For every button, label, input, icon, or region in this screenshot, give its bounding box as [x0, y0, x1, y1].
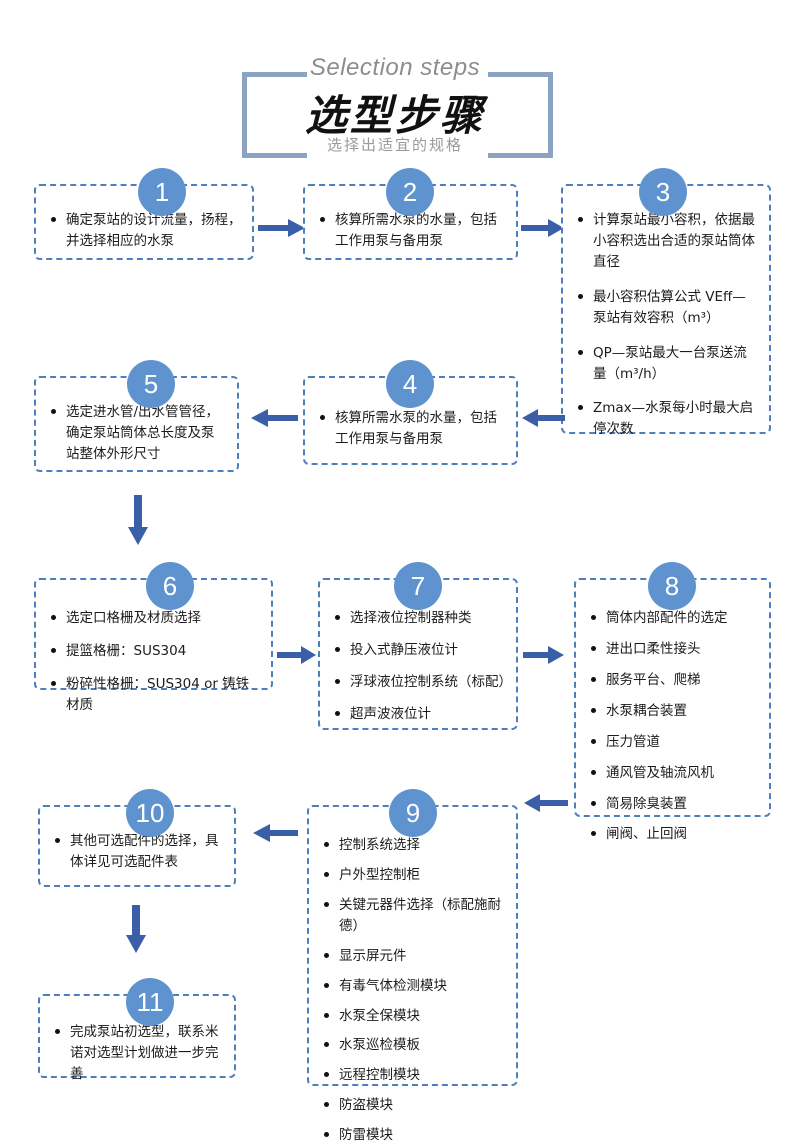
step-10-bullets: 其他可选配件的选择，具体详见可选配件表	[38, 805, 236, 887]
step-11-bullets: 完成泵站初选型，联系米诺对选型计划做进一步完善	[38, 994, 236, 1082]
step-1-bullets: 确定泵站的设计流量，扬程，并选择相应的水泵	[34, 184, 254, 260]
list-item: 简易除臭装置	[590, 794, 759, 815]
page-header: Selection steps 选型步骤 选择出适宜的规格	[0, 22, 790, 158]
step-6-badge: 6	[146, 562, 194, 610]
list-item: 浮球液位控制系统（标配）	[334, 672, 512, 693]
step-10-badge: 10	[126, 789, 174, 837]
list-item: 显示屏元件	[323, 946, 506, 967]
list-item: 完成泵站初选型，联系米诺对选型计划做进一步完善	[54, 1022, 224, 1085]
list-item: 防盗模块	[323, 1095, 506, 1116]
step-6-bullets: 选定口格栅及材质选择 提篮格栅：SUS304 粉碎性格栅：SUS304 or 铸…	[34, 578, 273, 713]
list-item: 确定泵站的设计流量，扬程，并选择相应的水泵	[50, 210, 242, 252]
header-subtitle: 选择出适宜的规格	[326, 137, 463, 154]
list-item: 筒体内部配件的选定	[590, 608, 759, 629]
step-card-10[interactable]: 10 其他可选配件的选择，具体详见可选配件表	[38, 789, 236, 887]
step-9-badge: 9	[389, 789, 437, 837]
step-11-badge: 11	[126, 978, 174, 1026]
step-7-bullets: 选择液位控制器种类 投入式静压液位计 浮球液位控制系统（标配） 超声波液位计	[318, 578, 518, 730]
step-card-4[interactable]: 4 核算所需水泵的水量，包括工作用泵与备用泵	[303, 360, 518, 465]
list-item: 投入式静压液位计	[334, 640, 506, 661]
step-card-3[interactable]: 3 计算泵站最小容积，依据最小容积选出合适的泵站筒体直径 最小容积估算公式 VE…	[561, 168, 771, 437]
list-item: 关键元器件选择（标配施耐德）	[323, 895, 506, 937]
step-8-badge: 8	[648, 562, 696, 610]
header-english-title: Selection steps	[309, 54, 481, 81]
list-item: QP—泵站最大一台泵送流量（m³/h）	[577, 343, 759, 385]
list-item: 最小容积估算公式 VEff—泵站有效容积（m³）	[577, 287, 759, 329]
list-item: 通风管及轴流风机	[590, 763, 759, 784]
step-7-badge: 7	[394, 562, 442, 610]
list-item: 其他可选配件的选择，具体详见可选配件表	[54, 831, 224, 873]
list-item: 选定进水管/出水管管径，确定泵站筒体总长度及泵站整体外形尺寸	[50, 402, 227, 465]
step-8-box	[574, 578, 771, 817]
list-item: 控制系统选择	[323, 835, 506, 856]
list-item: 选择液位控制器种类	[334, 608, 506, 629]
list-item: 水泵巡检模板	[323, 1035, 506, 1056]
step-card-5[interactable]: 5 选定进水管/出水管管径，确定泵站筒体总长度及泵站整体外形尺寸	[34, 360, 239, 472]
list-item: 户外型控制柜	[323, 865, 506, 886]
list-item: 核算所需水泵的水量，包括工作用泵与备用泵	[319, 408, 506, 450]
bracket-left-decoration	[242, 72, 307, 158]
list-item: 核算所需水泵的水量，包括工作用泵与备用泵	[319, 210, 506, 252]
arrow-left-icon	[523, 793, 568, 813]
arrow-right-icon	[523, 645, 565, 665]
step-4-bullets: 核算所需水泵的水量，包括工作用泵与备用泵	[303, 376, 518, 465]
step-4-badge: 4	[386, 360, 434, 408]
step-card-8[interactable]: 8 筒体内部配件的选定 进出口柔性接头 服务平台、爬梯 水泵耦合装置 压力管道 …	[574, 562, 771, 842]
step-card-6[interactable]: 6 选定口格栅及材质选择 提篮格栅：SUS304 粉碎性格栅：SUS304 or…	[34, 562, 273, 713]
page-title: 选型步骤	[304, 91, 485, 140]
arrow-left-icon	[252, 823, 298, 843]
list-item: 闸阀、止回阀	[590, 824, 759, 845]
list-item: 防雷模块	[323, 1125, 506, 1146]
list-item: 选定口格栅及材质选择	[50, 608, 261, 629]
list-item: 服务平台、爬梯	[590, 670, 759, 691]
arrow-down-icon	[126, 905, 146, 953]
list-item: 压力管道	[590, 732, 759, 753]
list-item: 提篮格栅：SUS304	[50, 641, 261, 662]
step-card-1[interactable]: 1 确定泵站的设计流量，扬程，并选择相应的水泵	[34, 168, 254, 260]
list-item: 超声波液位计	[334, 704, 506, 725]
step-2-badge: 2	[386, 168, 434, 216]
step-2-box	[303, 184, 518, 260]
arrow-right-icon	[258, 218, 306, 238]
list-item: Zmax—水泵每小时最大启停次数	[577, 398, 759, 440]
step-3-box	[561, 184, 771, 434]
arrow-left-icon	[250, 408, 298, 428]
arrow-right-icon	[521, 218, 565, 238]
step-2-bullets: 核算所需水泵的水量，包括工作用泵与备用泵	[303, 184, 518, 260]
step-8-bullets: 筒体内部配件的选定 进出口柔性接头 服务平台、爬梯 水泵耦合装置 压力管道 通风…	[574, 578, 771, 842]
list-item: 粉碎性格栅：SUS304 or 铸铁材质	[50, 674, 261, 716]
arrow-down-icon	[128, 495, 148, 545]
step-card-11[interactable]: 11 完成泵站初选型，联系米诺对选型计划做进一步完善	[38, 978, 236, 1082]
list-item: 进出口柔性接头	[590, 639, 759, 660]
list-item: 有毒气体检测模块	[323, 976, 506, 997]
arrow-left-icon	[521, 408, 565, 428]
step-5-bullets: 选定进水管/出水管管径，确定泵站筒体总长度及泵站整体外形尺寸	[34, 376, 239, 472]
step-3-badge: 3	[639, 168, 687, 216]
step-1-badge: 1	[138, 168, 186, 216]
list-item: 水泵全保模块	[323, 1006, 506, 1027]
step-card-7[interactable]: 7 选择液位控制器种类 投入式静压液位计 浮球液位控制系统（标配） 超声波液位计	[318, 562, 518, 730]
step-9-bullets: 控制系统选择 户外型控制柜 关键元器件选择（标配施耐德） 显示屏元件 有毒气体检…	[307, 805, 518, 1143]
step-card-2[interactable]: 2 核算所需水泵的水量，包括工作用泵与备用泵	[303, 168, 518, 260]
bracket-right-decoration	[488, 72, 553, 158]
step-card-9[interactable]: 9 控制系统选择 户外型控制柜 关键元器件选择（标配施耐德） 显示屏元件 有毒气…	[307, 789, 518, 1143]
step-3-bullets: 计算泵站最小容积，依据最小容积选出合适的泵站筒体直径 最小容积估算公式 VEff…	[561, 184, 771, 437]
list-item: 计算泵站最小容积，依据最小容积选出合适的泵站筒体直径	[577, 210, 759, 273]
step-6-box	[34, 578, 273, 690]
step-9-box	[307, 805, 518, 1086]
list-item: 水泵耦合装置	[590, 701, 759, 722]
arrow-right-icon	[277, 645, 317, 665]
list-item: 远程控制模块	[323, 1065, 506, 1086]
step-5-badge: 5	[127, 360, 175, 408]
